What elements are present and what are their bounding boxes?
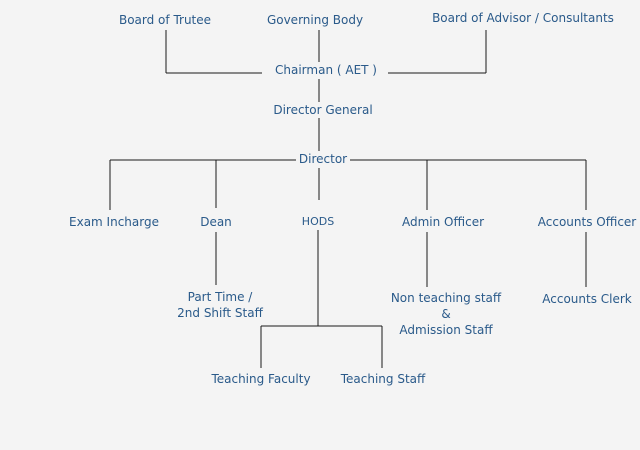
node-non-teaching-staff: Non teaching staff & Admission Staff: [388, 290, 504, 338]
node-governing-body: Governing Body: [264, 12, 366, 28]
node-exam-incharge: Exam Incharge: [67, 214, 161, 230]
node-chairman: Chairman ( AET ): [273, 62, 379, 78]
node-non-teaching-line1: Non teaching staff: [390, 291, 502, 305]
node-admin-officer: Admin Officer: [399, 214, 487, 230]
node-accounts-clerk: Accounts Clerk: [540, 291, 634, 307]
node-part-time-staff: Part Time / 2nd Shift Staff: [175, 289, 265, 321]
node-accounts-officer: Accounts Officer: [535, 214, 639, 230]
node-board-of-advisor: Board of Advisor / Consultants: [430, 10, 616, 26]
node-non-teaching-line3: Admission Staff: [399, 323, 493, 337]
node-part-time-line1: Part Time /: [187, 290, 253, 304]
node-hods: HODS: [299, 214, 337, 230]
node-non-teaching-line2: &: [441, 307, 451, 321]
node-teaching-faculty: Teaching Faculty: [209, 371, 313, 387]
node-dean: Dean: [198, 214, 234, 230]
node-director: Director: [296, 151, 350, 167]
node-teaching-staff: Teaching Staff: [338, 371, 428, 387]
node-board-of-trustee: Board of Trutee: [116, 12, 214, 28]
node-director-general: Director General: [271, 102, 375, 118]
node-part-time-line2: 2nd Shift Staff: [177, 306, 263, 320]
